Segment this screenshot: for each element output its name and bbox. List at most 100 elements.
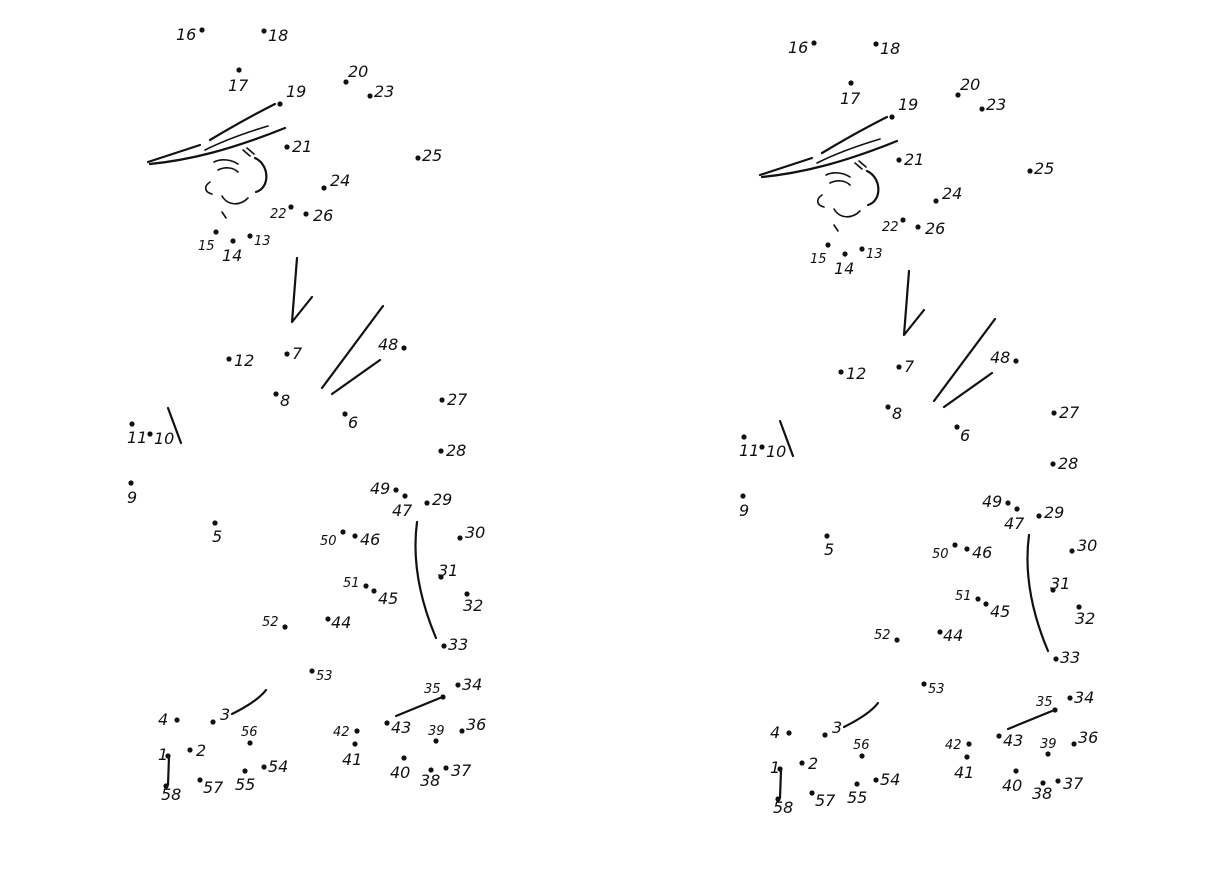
dot-10 bbox=[147, 431, 153, 437]
dot-27 bbox=[439, 397, 445, 403]
dot-2 bbox=[187, 747, 193, 753]
dot-58 bbox=[775, 796, 781, 802]
dot-24 bbox=[321, 185, 327, 191]
dot-label-29: 29 bbox=[1044, 503, 1064, 522]
dot-label-52: 52 bbox=[262, 615, 279, 630]
dot-14 bbox=[842, 251, 848, 257]
face-mouth bbox=[221, 195, 249, 205]
dot-15 bbox=[213, 229, 219, 235]
face-hair-tick bbox=[854, 160, 867, 170]
dot-16 bbox=[811, 40, 817, 46]
face-chin bbox=[833, 224, 839, 232]
dot-30 bbox=[457, 535, 463, 541]
hat-brim-line bbox=[758, 156, 814, 177]
dot-label-35: 35 bbox=[1036, 695, 1053, 710]
dot-label-29: 29 bbox=[432, 490, 452, 509]
dot-label-36: 36 bbox=[466, 715, 486, 734]
dot-17 bbox=[236, 67, 242, 73]
dot-label-15: 15 bbox=[810, 252, 827, 267]
dot-54 bbox=[261, 764, 267, 770]
hat-band-line bbox=[816, 138, 881, 164]
dot-42 bbox=[354, 728, 360, 734]
dot-label-20: 20 bbox=[960, 75, 980, 94]
face-eye-lash bbox=[217, 167, 239, 173]
dot-46 bbox=[352, 533, 358, 539]
dot-42 bbox=[966, 741, 972, 747]
dot-5 bbox=[824, 533, 830, 539]
foot-line-left bbox=[842, 701, 880, 729]
foot-line-right bbox=[1006, 709, 1054, 731]
dot-label-17: 17 bbox=[228, 76, 249, 95]
dot-label-48: 48 bbox=[378, 335, 398, 354]
dot-46 bbox=[964, 546, 970, 552]
dot-label-23: 23 bbox=[374, 82, 394, 101]
dot-29 bbox=[1036, 513, 1042, 519]
dot-label-33: 33 bbox=[1060, 648, 1080, 667]
dot-label-26: 26 bbox=[313, 206, 333, 225]
dot-label-44: 44 bbox=[943, 626, 963, 645]
dot-47 bbox=[402, 493, 408, 499]
arm-line bbox=[166, 406, 183, 445]
dot-label-30: 30 bbox=[465, 523, 485, 542]
dot-25 bbox=[415, 155, 421, 161]
dot-label-50: 50 bbox=[932, 547, 949, 562]
dot-label-55: 55 bbox=[235, 775, 255, 794]
dot-label-17: 17 bbox=[840, 89, 861, 108]
hat-top-line bbox=[820, 115, 889, 155]
dot-28 bbox=[1050, 461, 1056, 467]
dot-18 bbox=[873, 41, 879, 47]
dot-label-26: 26 bbox=[925, 219, 945, 238]
dot-37 bbox=[443, 765, 449, 771]
dot-label-18: 18 bbox=[880, 39, 900, 58]
dot-50 bbox=[340, 529, 346, 535]
dot-label-10: 10 bbox=[766, 442, 786, 461]
dot-21 bbox=[284, 144, 290, 150]
dot-32 bbox=[464, 591, 470, 597]
dot-label-54: 54 bbox=[268, 757, 288, 776]
dot-label-14: 14 bbox=[222, 246, 242, 265]
dot-label-18: 18 bbox=[268, 26, 288, 45]
dot-26 bbox=[915, 224, 921, 230]
dot-label-23: 23 bbox=[986, 95, 1006, 114]
dot-label-12: 12 bbox=[846, 364, 866, 383]
dot-label-27: 27 bbox=[1059, 403, 1080, 422]
dot-label-52: 52 bbox=[874, 628, 891, 643]
dot-54 bbox=[873, 777, 879, 783]
dot-7 bbox=[896, 364, 902, 370]
dot-label-49: 49 bbox=[982, 492, 1002, 511]
lapel-line-outer bbox=[320, 304, 385, 390]
dot-7 bbox=[284, 351, 290, 357]
dot-12 bbox=[838, 369, 844, 375]
dot-label-40: 40 bbox=[390, 763, 410, 782]
dot-label-43: 43 bbox=[391, 718, 411, 737]
hat-brim-line bbox=[146, 143, 202, 164]
dot-label-39: 39 bbox=[1040, 737, 1057, 752]
coat-edge bbox=[1026, 533, 1050, 653]
dot-label-24: 24 bbox=[942, 184, 962, 203]
dot-label-48: 48 bbox=[990, 348, 1010, 367]
dot-label-42: 42 bbox=[333, 725, 350, 740]
dot-44 bbox=[937, 629, 943, 635]
face-drawing bbox=[146, 102, 287, 219]
dot-34 bbox=[455, 682, 461, 688]
dot-47 bbox=[1014, 506, 1020, 512]
dot-13 bbox=[247, 233, 253, 239]
dot-48 bbox=[401, 345, 407, 351]
dot-label-21: 21 bbox=[904, 150, 924, 169]
dot-label-47: 47 bbox=[392, 501, 413, 520]
dot-label-32: 32 bbox=[1075, 609, 1095, 628]
dot-53 bbox=[921, 681, 927, 687]
hat-top-line bbox=[208, 102, 277, 142]
dot-52 bbox=[282, 624, 288, 630]
dot-label-40: 40 bbox=[1002, 776, 1022, 795]
dot-6 bbox=[954, 424, 960, 430]
dot-56 bbox=[247, 740, 253, 746]
dot-28 bbox=[438, 448, 444, 454]
face-chin bbox=[221, 211, 227, 219]
foot-line-right bbox=[394, 696, 442, 718]
dot-40 bbox=[1013, 768, 1019, 774]
dot-1 bbox=[165, 753, 171, 759]
dot-9 bbox=[740, 493, 746, 499]
